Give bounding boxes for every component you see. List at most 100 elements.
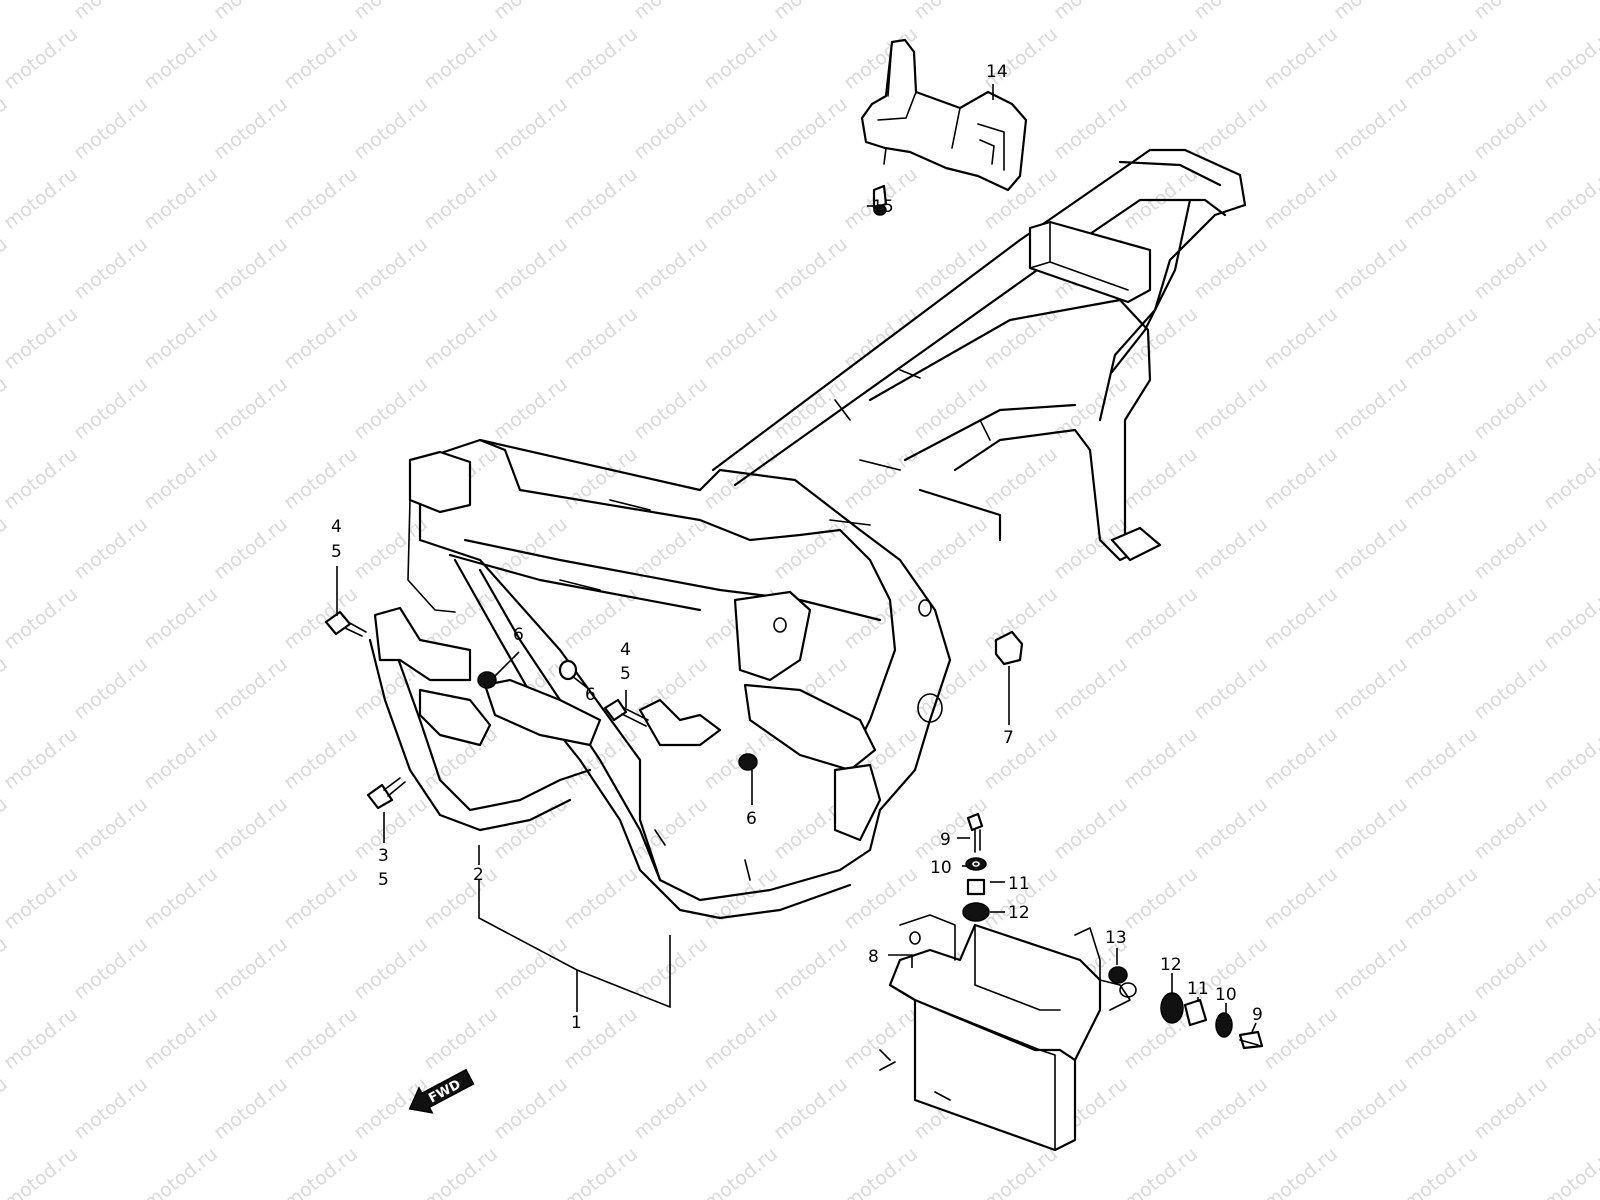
watermark-text: motod.ru <box>210 0 292 24</box>
watermark-text: motod.ru <box>1260 303 1342 374</box>
watermark-text: motod.ru <box>1120 1143 1202 1200</box>
watermark-text: motod.ru <box>1260 1143 1342 1200</box>
watermark-text: motod.ru <box>0 793 12 864</box>
watermark-text: motod.ru <box>1330 0 1412 24</box>
watermark-text: motod.ru <box>280 723 362 794</box>
watermark-text: motod.ru <box>490 373 572 444</box>
stack-9-12-side-part <box>1160 992 1264 1050</box>
watermark-text: motod.ru <box>1190 1073 1272 1144</box>
watermark-text: motod.ru <box>1470 653 1552 724</box>
watermark-text: motod.ru <box>1400 163 1482 234</box>
watermark-text: motod.ru <box>350 793 432 864</box>
watermark-text: motod.ru <box>1470 513 1552 584</box>
watermark-text: motod.ru <box>0 1003 82 1074</box>
callout-11-side: 11 <box>1187 979 1209 999</box>
watermark-text: motod.ru <box>910 793 992 864</box>
watermark-text: motod.ru <box>1190 513 1272 584</box>
watermark-text: motod.ru <box>0 863 82 934</box>
watermark-text: motod.ru <box>560 163 642 234</box>
watermark-text: motod.ru <box>70 513 152 584</box>
callout-6-left: 6 <box>513 625 524 645</box>
watermark-text: motod.ru <box>1190 373 1272 444</box>
watermark-text: motod.ru <box>280 303 362 374</box>
watermark-text: motod.ru <box>210 93 292 164</box>
watermark-text: motod.ru <box>210 233 292 304</box>
callout-4-upper: 4 <box>331 517 342 537</box>
watermark-text: motod.ru <box>1260 723 1342 794</box>
watermark-text: motod.ru <box>1540 583 1600 654</box>
watermark-text: motod.ru <box>140 443 222 514</box>
callout-13: 13 <box>1105 928 1127 948</box>
watermark-text: motod.ru <box>1540 1143 1600 1200</box>
watermark-text: motod.ru <box>1050 0 1132 24</box>
watermark-text: motod.ru <box>0 513 12 584</box>
bolt-4-5-mid-part <box>603 698 649 727</box>
watermark-text: motod.ru <box>280 23 362 94</box>
watermark-text: motod.ru <box>840 443 922 514</box>
watermark-text: motod.ru <box>0 1143 82 1200</box>
watermark-text: motod.ru <box>1190 93 1272 164</box>
watermark-text: motod.ru <box>560 303 642 374</box>
callout-2: 2 <box>473 865 484 885</box>
watermark-text: motod.ru <box>140 303 222 374</box>
watermark-text: motod.ru <box>1470 0 1552 24</box>
battery-holder-part <box>879 914 1137 1152</box>
callout-9-upper: 9 <box>940 830 951 850</box>
watermark-text: motod.ru <box>770 513 852 584</box>
watermark-text: motod.ru <box>560 23 642 94</box>
watermark-text: motod.ru <box>1050 793 1132 864</box>
watermark-text: motod.ru <box>1120 443 1202 514</box>
callout-6-lower: 6 <box>746 809 757 829</box>
watermark-text: motod.ru <box>140 1143 222 1200</box>
watermark-text: motod.ru <box>770 373 852 444</box>
watermark-text: motod.ru <box>350 373 432 444</box>
watermark-text: motod.ru <box>1400 443 1482 514</box>
watermark-text: motod.ru <box>700 23 782 94</box>
watermark-text: motod.ru <box>420 1143 502 1200</box>
watermark-text: motod.ru <box>1260 863 1342 934</box>
callout-11-upper: 11 <box>1008 874 1030 894</box>
nut-13-part <box>1108 966 1128 984</box>
watermark-text: motod.ru <box>1260 1003 1342 1074</box>
watermark-text: motod.ru <box>420 163 502 234</box>
watermark-text: motod.ru <box>1540 863 1600 934</box>
watermark-text: motod.ru <box>420 1003 502 1074</box>
watermark-text: motod.ru <box>1470 93 1552 164</box>
watermark-text: motod.ru <box>420 303 502 374</box>
nut-6-left-part <box>477 671 497 689</box>
callout-10-side: 10 <box>1215 985 1237 1005</box>
callout-8: 8 <box>868 947 879 967</box>
watermark-text: motod.ru <box>1190 0 1272 24</box>
watermark-text: motod.ru <box>630 513 712 584</box>
watermark-text: motod.ru <box>280 1003 362 1074</box>
watermark-text: motod.ru <box>1120 863 1202 934</box>
watermark-text: motod.ru <box>490 933 572 1004</box>
watermark-text: motod.ru <box>490 93 572 164</box>
watermark-text: motod.ru <box>1050 653 1132 724</box>
watermark-text: motod.ru <box>840 583 922 654</box>
watermark-text: motod.ru <box>490 0 572 24</box>
main-frame-part <box>368 148 1247 920</box>
watermark-text: motod.ru <box>1120 583 1202 654</box>
callout-1: 1 <box>571 1013 582 1033</box>
callout-5-mid: 5 <box>620 664 631 684</box>
watermark-text: motod.ru <box>0 723 82 794</box>
watermark-text: motod.ru <box>1330 93 1412 164</box>
nut-6-mid-part <box>558 659 578 681</box>
watermark-text: motod.ru <box>980 443 1062 514</box>
watermark-text: motod.ru <box>350 233 432 304</box>
watermark-text: motod.ru <box>0 233 12 304</box>
watermark-text: motod.ru <box>1400 1003 1482 1074</box>
watermark-text: motod.ru <box>70 793 152 864</box>
watermark-text: motod.ru <box>0 933 12 1004</box>
watermark-text: motod.ru <box>140 723 222 794</box>
watermark-text: motod.ru <box>0 1073 12 1144</box>
watermark-text: motod.ru <box>840 303 922 374</box>
watermark-text: motod.ru <box>1470 373 1552 444</box>
callout-7: 7 <box>1003 728 1014 748</box>
watermark-text: motod.ru <box>1330 933 1412 1004</box>
watermark-text: motod.ru <box>1330 653 1412 724</box>
watermark-text: motod.ru <box>1540 443 1600 514</box>
watermark-text: motod.ru <box>350 933 432 1004</box>
